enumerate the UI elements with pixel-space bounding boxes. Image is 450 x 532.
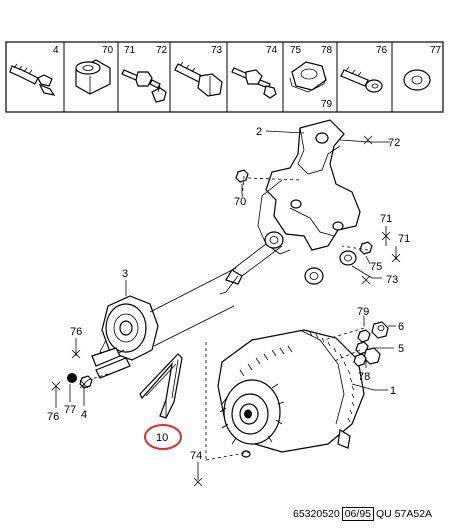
strip-label: 4	[53, 45, 59, 56]
callout-label: 6	[398, 321, 404, 333]
flange-nut-icon	[289, 61, 327, 93]
alternator	[217, 329, 365, 458]
callout-label: 10	[156, 432, 168, 444]
fasteners	[67, 169, 389, 389]
highlight-circle	[144, 424, 182, 450]
strip-label: 70	[102, 45, 114, 56]
stud-with-collar-icon	[231, 67, 277, 99]
callout-label: 70	[234, 196, 246, 208]
callout-label: 71	[398, 233, 410, 245]
callout-label: 2	[256, 126, 262, 138]
callout-label: 75	[370, 261, 382, 273]
callout-label: 78	[358, 371, 370, 383]
strip-label: 74	[266, 45, 278, 56]
accessory-belt	[139, 353, 183, 419]
assembly-axes	[87, 175, 369, 461]
strip-label: 78	[321, 45, 333, 56]
strip-label: 73	[211, 45, 223, 56]
callout-label: 76	[47, 411, 59, 423]
hex-bolt-icon	[174, 61, 223, 97]
callout-label: 74	[190, 450, 202, 462]
callout-label: 1	[390, 385, 396, 397]
callout-label: 71	[380, 213, 392, 225]
callout-label: 4	[81, 409, 87, 421]
socket-bolt-icon	[340, 66, 383, 93]
callout-label: 72	[388, 137, 400, 149]
callout-label: 5	[398, 343, 404, 355]
strip-label: 77	[430, 45, 442, 56]
callout-label: 79	[357, 306, 369, 318]
strip-label: 76	[376, 45, 388, 56]
parts-strip: 4 70 71 72 73 74 75 78 79 76 77	[5, 41, 444, 113]
callout-label: 77	[64, 404, 76, 416]
callout-label: 3	[122, 268, 128, 280]
tensioner-pulley	[91, 295, 159, 379]
reference-code: 65320520	[293, 508, 340, 520]
reference-date: 06/95	[341, 507, 374, 521]
washer-icon	[403, 69, 431, 91]
mounting-bracket	[219, 119, 361, 295]
callout-labels: 2 72 70 71 71 75 73 3 76 79 6 5 78 1 76 …	[47, 126, 410, 462]
strip-label: 71	[124, 45, 136, 56]
strip-label: 72	[156, 45, 168, 56]
callout-label: 76	[70, 326, 82, 338]
callout-label: 73	[386, 274, 398, 286]
strip-label: 79	[321, 99, 333, 110]
spacer-sleeve-icon	[75, 59, 111, 95]
stud-with-nut-icon	[121, 69, 167, 103]
reference-suffix: QU 57A52A	[376, 508, 433, 520]
leader-lines	[51, 130, 401, 487]
strip-label: 75	[290, 45, 302, 56]
bolt-with-washer-icon	[9, 63, 56, 96]
